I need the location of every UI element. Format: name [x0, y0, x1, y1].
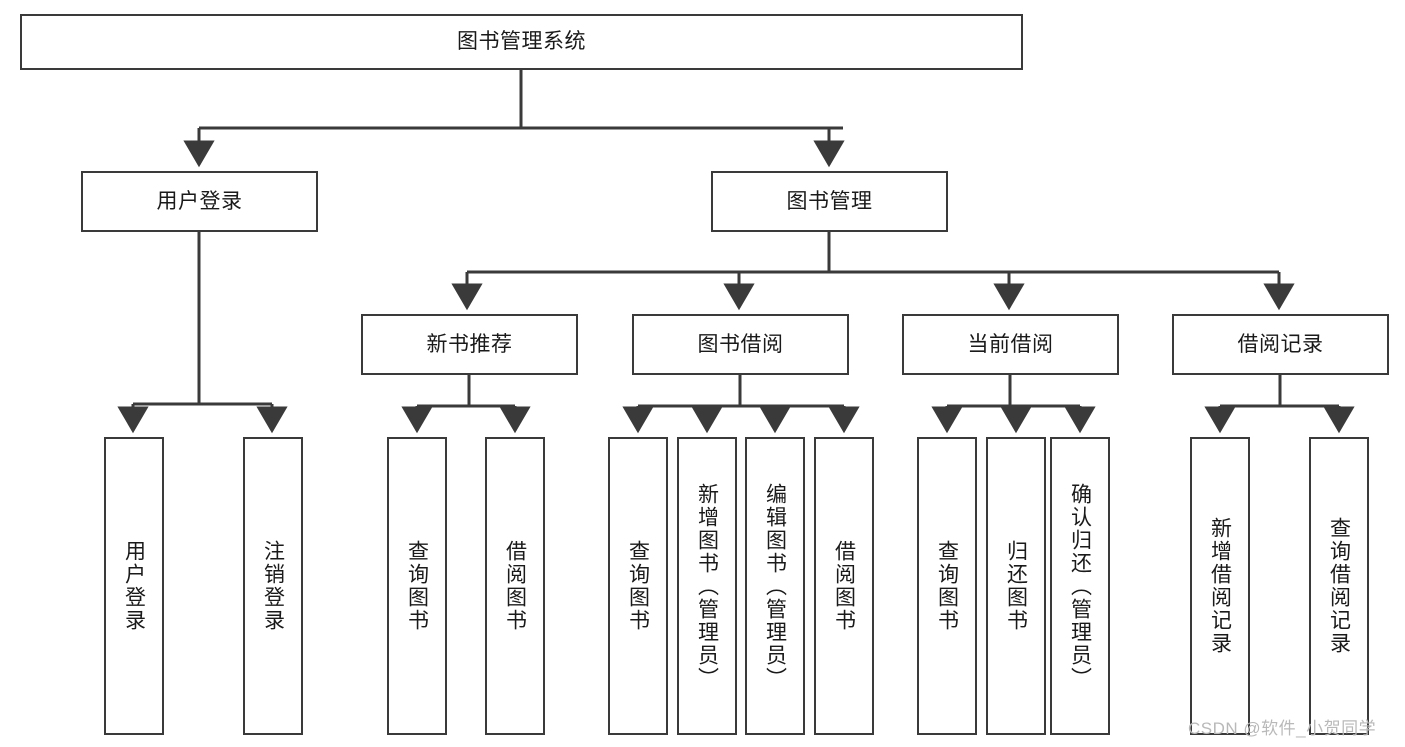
node-leaf-query-book-label: 查询图书: [626, 540, 650, 632]
node-leaf-return-book-label: 归还图书: [1004, 540, 1028, 632]
node-leaf-logout[interactable]: 注销登录: [243, 437, 303, 735]
node-book-borrow-label: 图书借阅: [697, 332, 784, 356]
edges-book-manage: [451, 232, 1295, 311]
edges-book-borrow: [622, 375, 860, 434]
node-leaf-query-book-cur-label: 查询图书: [935, 540, 959, 632]
node-book-manage-label: 图书管理: [786, 189, 873, 213]
node-borrow-record-label: 借阅记录: [1237, 332, 1324, 356]
node-leaf-add-record[interactable]: 新增借阅记录: [1190, 437, 1250, 735]
edges-new-book-rec: [401, 375, 531, 434]
node-leaf-logout-label: 注销登录: [261, 540, 285, 632]
node-leaf-query-record[interactable]: 查询借阅记录: [1309, 437, 1369, 735]
watermark-text: CSDN @软件_小贺同学: [1188, 719, 1377, 738]
edges-current-borrow: [931, 375, 1096, 434]
node-book-borrow[interactable]: 图书借阅: [632, 314, 849, 375]
edges-root: [183, 70, 845, 168]
node-leaf-query-book-rec[interactable]: 查询图书: [387, 437, 447, 735]
node-leaf-add-book-label: 新增图书（管理员）: [695, 482, 719, 690]
node-user-login[interactable]: 用户登录: [81, 171, 318, 232]
node-leaf-borrow-book-label: 借阅图书: [832, 540, 856, 632]
node-leaf-return-book[interactable]: 归还图书: [986, 437, 1046, 735]
node-new-book-rec[interactable]: 新书推荐: [361, 314, 578, 375]
node-leaf-confirm-return-label: 确认归还（管理员）: [1068, 482, 1092, 690]
node-leaf-query-book-rec-label: 查询图书: [405, 540, 429, 632]
node-leaf-edit-book[interactable]: 编辑图书（管理员）: [745, 437, 805, 735]
node-leaf-query-book-cur[interactable]: 查询图书: [917, 437, 977, 735]
node-book-manage[interactable]: 图书管理: [711, 171, 948, 232]
node-leaf-add-record-label: 新增借阅记录: [1208, 517, 1232, 655]
node-root[interactable]: 图书管理系统: [20, 14, 1023, 70]
node-leaf-query-record-label: 查询借阅记录: [1327, 517, 1351, 655]
node-leaf-borrow-book-rec[interactable]: 借阅图书: [485, 437, 545, 735]
node-current-borrow[interactable]: 当前借阅: [902, 314, 1119, 375]
node-leaf-user-login-label: 用户登录: [122, 540, 146, 632]
edges-borrow-record: [1204, 375, 1355, 434]
node-leaf-confirm-return[interactable]: 确认归还（管理员）: [1050, 437, 1110, 735]
node-leaf-borrow-book-rec-label: 借阅图书: [503, 540, 527, 632]
node-borrow-record[interactable]: 借阅记录: [1172, 314, 1389, 375]
node-leaf-query-book[interactable]: 查询图书: [608, 437, 668, 735]
node-current-borrow-label: 当前借阅: [967, 332, 1054, 356]
node-root-label: 图书管理系统: [457, 30, 586, 54]
node-leaf-edit-book-label: 编辑图书（管理员）: [763, 482, 787, 690]
node-leaf-add-book[interactable]: 新增图书（管理员）: [677, 437, 737, 735]
node-leaf-user-login[interactable]: 用户登录: [104, 437, 164, 735]
edges-user-login: [117, 232, 288, 434]
node-leaf-borrow-book[interactable]: 借阅图书: [814, 437, 874, 735]
node-user-login-label: 用户登录: [156, 189, 243, 213]
node-new-book-rec-label: 新书推荐: [426, 332, 513, 356]
